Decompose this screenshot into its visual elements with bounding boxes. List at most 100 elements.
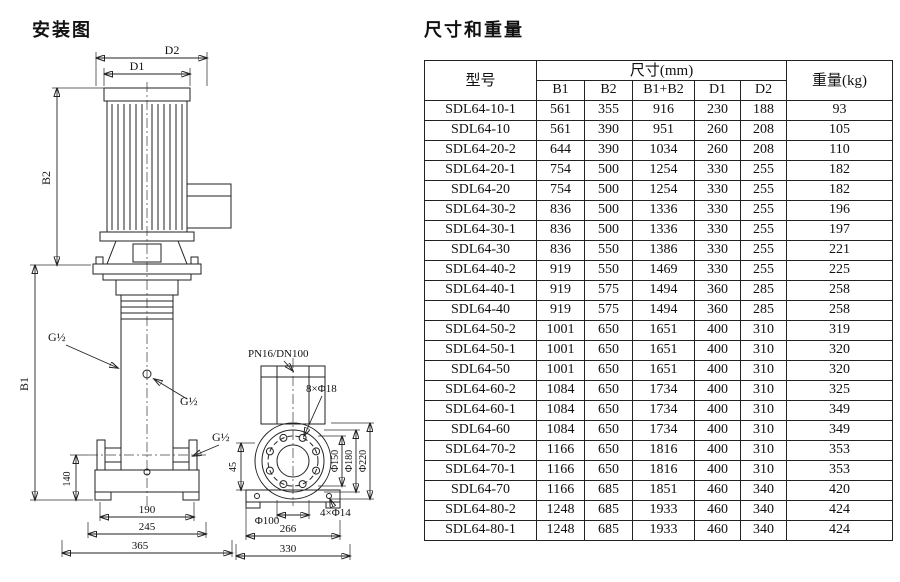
size-cell: 919	[536, 280, 585, 301]
dim-label-266: 266	[280, 523, 297, 535]
size-cell: 230	[694, 100, 741, 121]
dim-label-b1: B1	[17, 377, 31, 391]
dim-label-d2: D2	[165, 43, 180, 57]
dim-label-b2: B2	[39, 171, 53, 185]
size-cell: 330	[694, 220, 741, 241]
flange-view: PN16/DN100 8×Φ18 4×Φ14	[228, 348, 374, 560]
size-cell: 340	[739, 480, 788, 501]
model-cell: SDL64-10	[424, 120, 537, 141]
size-cell: 685	[584, 520, 633, 541]
size-cell: 255	[739, 220, 788, 241]
model-cell: SDL64-30-1	[424, 220, 537, 241]
model-cell: SDL64-60-2	[424, 380, 537, 401]
size-cell: 1166	[536, 480, 585, 501]
installation-diagram: G½ G½ G½ D1 D2 B2 B1 140 190 245	[17, 43, 374, 560]
size-cell: 255	[739, 160, 788, 181]
size-cell: 1336	[632, 220, 695, 241]
front-view-dimensions: D1 D2 B2 B1 140 190 245 365	[17, 43, 232, 557]
size-cell: 390	[584, 140, 633, 161]
size-cell: 310	[739, 340, 788, 361]
size-cell: 500	[584, 220, 633, 241]
size-cell: 754	[536, 160, 585, 181]
size-cell: 836	[536, 200, 585, 221]
weight-cell: 225	[786, 260, 894, 281]
col-header-size-group: 尺寸(mm)	[535, 60, 788, 81]
size-cell: 1336	[632, 200, 695, 221]
weight-cell: 182	[786, 180, 894, 201]
weight-cell: 320	[786, 340, 894, 361]
size-cell: 1084	[536, 420, 585, 441]
dim-label-phi100: Φ100	[255, 515, 280, 527]
size-cell: 400	[694, 460, 741, 481]
size-cell: 390	[584, 120, 633, 141]
weight-cell: 93	[786, 100, 894, 121]
dim-label-330: 330	[280, 543, 297, 555]
size-cell: 1816	[632, 440, 695, 461]
col-header-d1: D1	[694, 80, 741, 101]
size-cell: 285	[739, 280, 788, 301]
model-cell: SDL64-10-1	[424, 100, 537, 121]
size-cell: 255	[739, 180, 788, 201]
size-cell: 1084	[536, 400, 585, 421]
g-half-label-1: G½	[48, 330, 66, 344]
weight-cell: 353	[786, 460, 894, 481]
size-cell: 400	[694, 440, 741, 461]
model-cell: SDL64-60	[424, 420, 537, 441]
model-cell: SDL64-20-2	[424, 140, 537, 161]
size-cell: 951	[632, 120, 695, 141]
size-cell: 754	[536, 180, 585, 201]
model-cell: SDL64-40-1	[424, 280, 537, 301]
size-cell: 330	[694, 240, 741, 261]
weight-cell: 353	[786, 440, 894, 461]
size-cell: 188	[739, 100, 788, 121]
size-cell: 310	[739, 360, 788, 381]
size-cell: 1651	[632, 360, 695, 381]
weight-cell: 424	[786, 520, 894, 541]
size-cell: 255	[739, 260, 788, 281]
size-cell: 561	[536, 120, 585, 141]
size-cell: 919	[536, 260, 585, 281]
size-cell: 460	[694, 500, 741, 521]
size-cell: 1166	[536, 460, 585, 481]
model-cell: SDL64-80-2	[424, 500, 537, 521]
size-cell: 836	[536, 220, 585, 241]
size-cell: 561	[536, 100, 585, 121]
size-cell: 575	[584, 300, 633, 321]
size-cell: 1386	[632, 240, 695, 261]
size-cell: 1001	[536, 360, 585, 381]
model-cell: SDL64-70	[424, 480, 537, 501]
size-cell: 1494	[632, 280, 695, 301]
model-cell: SDL64-60-1	[424, 400, 537, 421]
weight-cell: 349	[786, 420, 894, 441]
model-cell: SDL64-80-1	[424, 520, 537, 541]
size-cell: 550	[584, 260, 633, 281]
col-header-b1-plus-b2: B1+B2	[632, 80, 695, 101]
size-cell: 685	[584, 500, 633, 521]
size-cell: 1254	[632, 180, 695, 201]
size-cell: 310	[739, 380, 788, 401]
weight-cell: 105	[786, 120, 894, 141]
header-row-1: 型号 尺寸(mm) 重量(kg)	[424, 60, 894, 101]
size-cell: 919	[536, 300, 585, 321]
diagram-title: 安装图	[32, 20, 92, 40]
motor-fins	[111, 104, 183, 230]
col-header-d2: D2	[739, 80, 788, 101]
weight-cell: 110	[786, 140, 894, 161]
model-cell: SDL64-40	[424, 300, 537, 321]
flange-face	[254, 422, 332, 500]
size-cell: 644	[536, 140, 585, 161]
size-cell: 1933	[632, 520, 695, 541]
flange-diameter-dims: Φ150 Φ180 Φ220	[318, 423, 374, 499]
size-cell: 330	[694, 260, 741, 281]
size-cell: 1254	[632, 160, 695, 181]
